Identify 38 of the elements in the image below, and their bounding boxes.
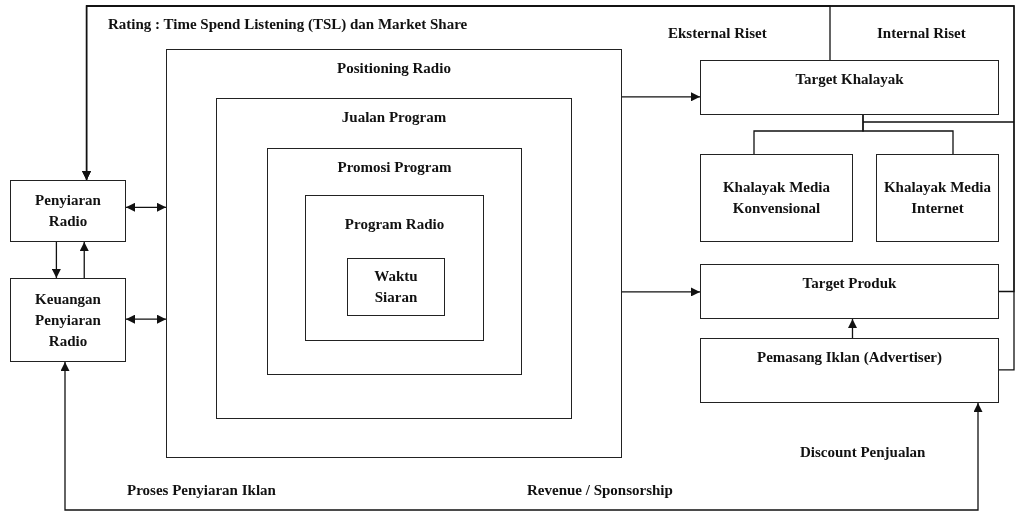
node-label: Target Khalayak: [794, 70, 905, 89]
node-label: Jualan Program: [340, 108, 448, 127]
text-label: Proses Penyiaran Iklan: [127, 481, 276, 499]
process-box: [166, 49, 622, 458]
process-box: [876, 154, 999, 242]
text-label: Internal Riset: [877, 24, 966, 42]
node-label: Target Produk: [801, 274, 898, 293]
edge-label: Rating : Time Spend Listening (TSL) dan Market Share: [108, 15, 468, 33]
arrow: [51, 241, 61, 279]
arrow: [60, 361, 983, 511]
arrow: [621, 92, 701, 102]
text-label: Discount Penjualan: [800, 443, 926, 461]
node-label: Waktu Siaran: [373, 267, 419, 307]
node-label: Positioning Radio: [336, 59, 452, 78]
node-label: Program Radio: [343, 215, 446, 234]
process-box: [700, 264, 999, 319]
process-box: [700, 60, 999, 115]
arrow: [79, 241, 89, 279]
process-box: [10, 180, 126, 242]
arrow: [125, 202, 167, 212]
node-label: Khalayak Media Internet: [882, 178, 993, 218]
node-label: Khalayak Media Konvensional: [721, 178, 832, 218]
node-label: Promosi Program: [336, 158, 453, 177]
arrow: [621, 287, 701, 297]
process-box: [700, 338, 999, 403]
text-label: Eksternal Riset: [668, 24, 767, 42]
node-label: Keuangan Penyiaran Radio: [34, 289, 102, 351]
process-box: [267, 148, 522, 375]
process-box: [10, 278, 126, 362]
process-box: [305, 195, 484, 341]
node-label: Penyiaran Radio: [34, 191, 102, 231]
arrow: [848, 318, 857, 339]
arrow: [125, 314, 167, 324]
process-box: [347, 258, 445, 316]
process-box: [700, 154, 853, 242]
node-label: Pemasang Iklan (Advertiser): [756, 348, 943, 367]
process-box: [216, 98, 572, 419]
arrow: [82, 5, 1015, 371]
